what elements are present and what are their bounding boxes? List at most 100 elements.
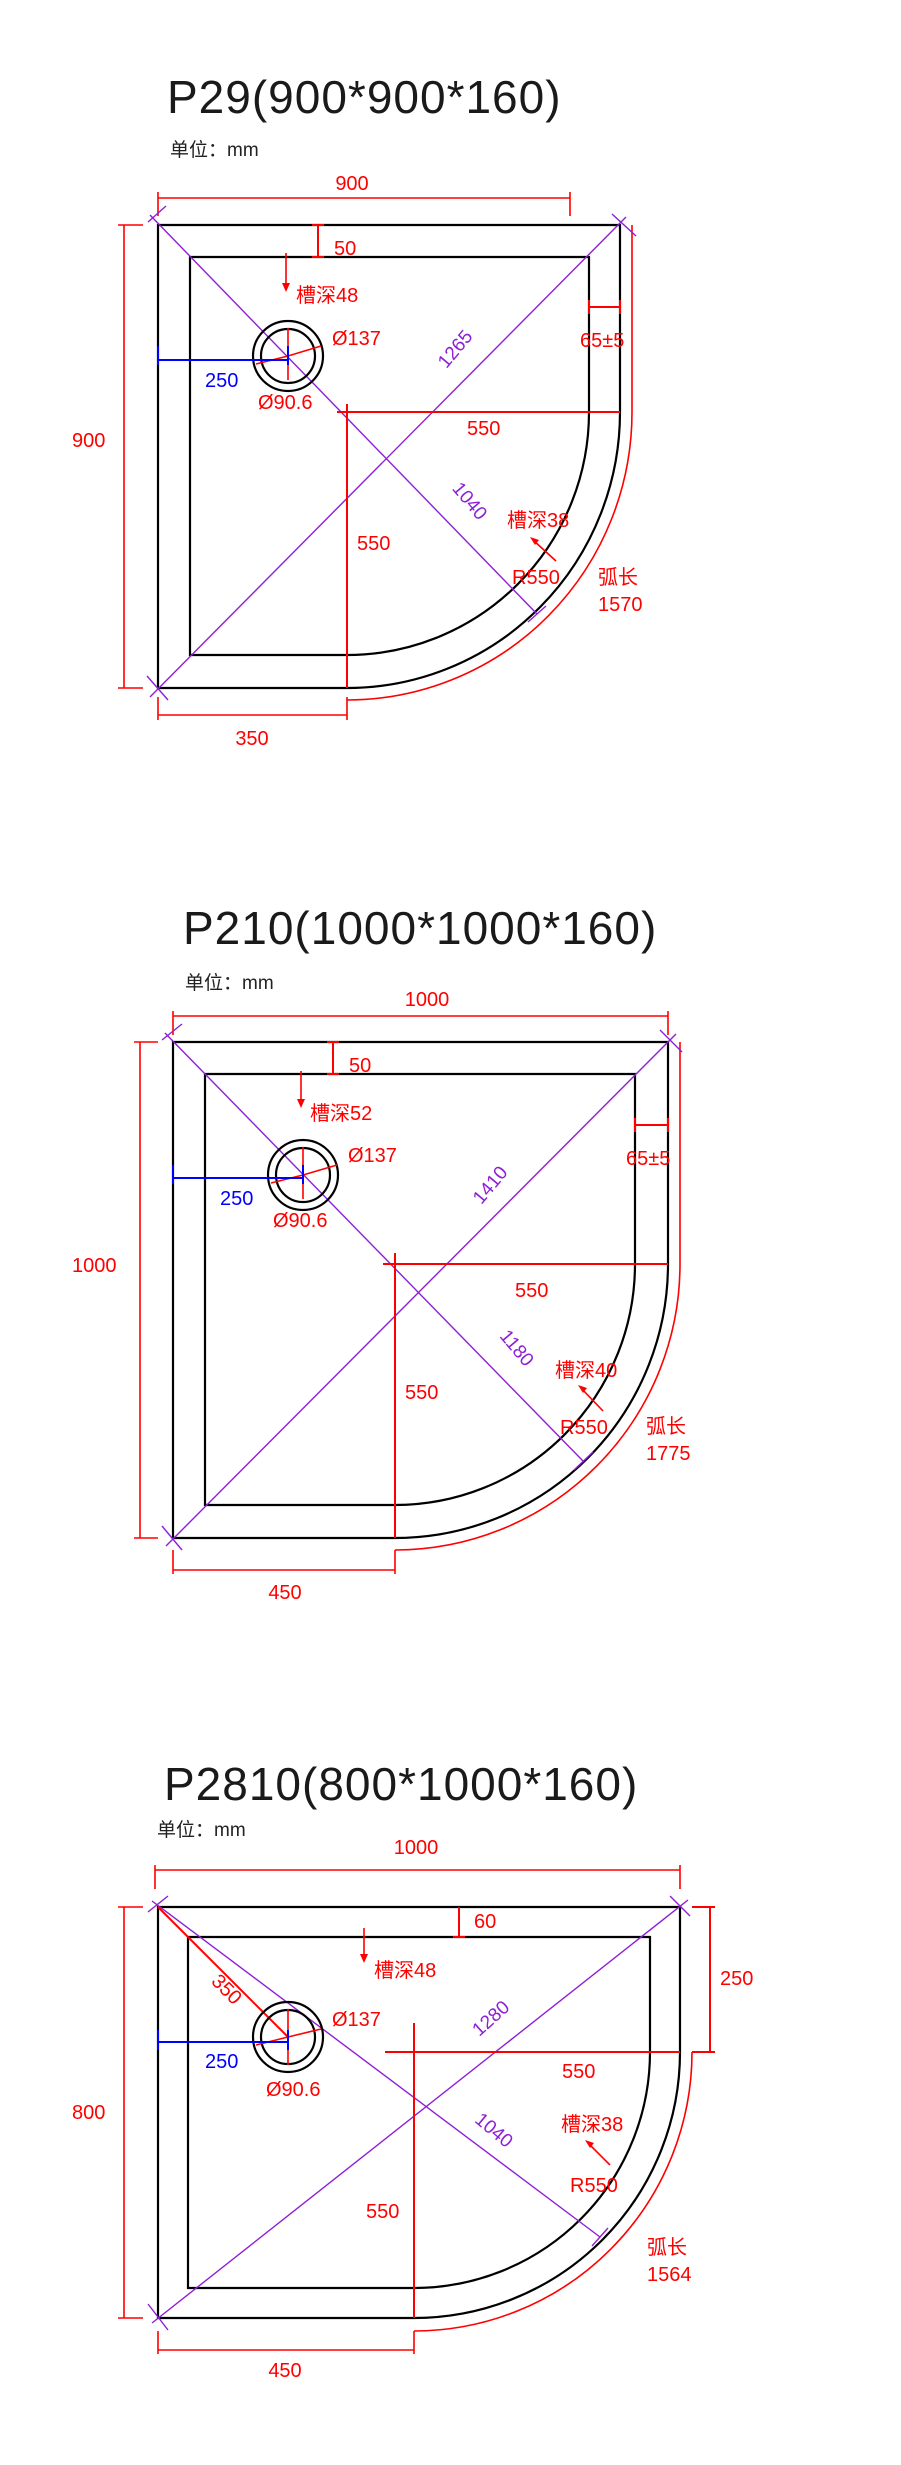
arrow-head-icon bbox=[297, 1099, 305, 1108]
arrow-head-icon bbox=[530, 537, 539, 545]
radius-horizontal: 550 bbox=[515, 1280, 548, 1302]
drain-outer-circle bbox=[251, 319, 325, 393]
rim-dimension-line bbox=[312, 224, 324, 258]
bottom-dimension: 350 bbox=[235, 728, 268, 750]
tray-outer-outline bbox=[156, 223, 622, 690]
arc-length: 1775 bbox=[646, 1443, 691, 1465]
rim-dimension: 50 bbox=[334, 238, 356, 260]
drain-inner-diameter: Ø90.6 bbox=[266, 2079, 320, 2101]
drain-offset-line bbox=[157, 2030, 289, 2050]
radius-label: R550 bbox=[560, 1417, 608, 1439]
diagram-title: P2810(800*1000*160) bbox=[164, 1758, 638, 1810]
diagram-p29: P29(900*900*160) 单位：mm 900 900 1265 1040… bbox=[72, 71, 643, 750]
groove-arc-arrow-icon bbox=[532, 539, 557, 562]
drain-offset: 250 bbox=[205, 2051, 238, 2073]
drain-offset-line bbox=[157, 346, 289, 365]
radius-vertical: 550 bbox=[357, 533, 390, 555]
radius-lines bbox=[385, 2023, 680, 2318]
groove-depth-arc: 槽深38 bbox=[507, 509, 569, 532]
long-diagonal-label: 1410 bbox=[469, 1163, 512, 1209]
arc-length-label: 弧长 bbox=[646, 1415, 686, 1438]
long-diagonal bbox=[147, 1895, 691, 2331]
groove-arc-arrow-icon bbox=[587, 2142, 611, 2166]
height-dimension-line bbox=[118, 1906, 143, 2319]
drain-outer-circle bbox=[266, 1138, 340, 1212]
height-dimension-line bbox=[134, 1041, 158, 1539]
long-diagonal-label: 1280 bbox=[469, 1997, 514, 2041]
bottom-dimension-line bbox=[172, 1550, 396, 1574]
tray-inner-outline bbox=[203, 1072, 637, 1507]
drain-outer-diameter: Ø137 bbox=[332, 2009, 381, 2031]
height-dimension: 900 bbox=[72, 430, 105, 452]
tray-inner-outline bbox=[186, 1935, 652, 2290]
groove-depth-arc: 槽深40 bbox=[555, 1359, 617, 1382]
diagram-p2810: P2810(800*1000*160) 单位：mm 1000 800 250 1… bbox=[72, 1758, 753, 2382]
arrow-head-icon bbox=[578, 1385, 587, 1393]
groove-depth-top: 槽深48 bbox=[296, 284, 358, 307]
radius-vertical: 550 bbox=[366, 2201, 399, 2223]
drain-diagonal-line bbox=[157, 1906, 289, 2038]
side-rim: 65±5 bbox=[626, 1148, 670, 1170]
radius-horizontal: 550 bbox=[467, 418, 500, 440]
arrow-head-icon bbox=[282, 283, 290, 292]
arc-length-line bbox=[413, 2051, 693, 2332]
width-dimension-line bbox=[157, 192, 571, 216]
side-straight-line bbox=[692, 1906, 715, 2053]
arc-length-line bbox=[346, 225, 633, 701]
radius-vertical: 550 bbox=[405, 1382, 438, 1404]
unit-label: 单位：mm bbox=[170, 139, 259, 161]
drain-outer-diameter: Ø137 bbox=[332, 328, 381, 350]
arc-length: 1564 bbox=[647, 2264, 692, 2286]
arc-length-line bbox=[394, 1042, 681, 1551]
height-dimension: 1000 bbox=[72, 1255, 117, 1277]
drain-offset: 250 bbox=[205, 370, 238, 392]
arrow-head-icon bbox=[360, 1954, 368, 1963]
tray-outer-outline bbox=[156, 1905, 682, 2320]
rim-dimension-line bbox=[327, 1041, 339, 1075]
rim-dimension: 60 bbox=[474, 1911, 496, 1933]
arc-length: 1570 bbox=[598, 594, 643, 616]
width-dimension: 1000 bbox=[405, 989, 450, 1011]
radius-horizontal: 550 bbox=[562, 2061, 595, 2083]
radius-label: R550 bbox=[512, 567, 560, 589]
tray-inner-outline bbox=[188, 255, 591, 657]
drain-outer-diameter: Ø137 bbox=[348, 1145, 397, 1167]
tray-outer-outline bbox=[171, 1040, 670, 1540]
unit-label: 单位：mm bbox=[185, 972, 274, 994]
groove-depth-top: 槽深52 bbox=[310, 1102, 372, 1125]
bottom-dimension: 450 bbox=[268, 2360, 301, 2382]
radius-lines bbox=[383, 1253, 668, 1538]
groove-depth-top: 槽深48 bbox=[374, 1959, 436, 1982]
unit-label: 单位：mm bbox=[157, 1819, 246, 1841]
groove-depth-arc: 槽深38 bbox=[561, 2113, 623, 2136]
arc-length-label: 弧长 bbox=[647, 2236, 687, 2259]
long-diagonal bbox=[161, 1029, 683, 1551]
rim-dimension: 50 bbox=[349, 1055, 371, 1077]
side-rim-line bbox=[588, 300, 621, 314]
diagram-p210: P210(1000*1000*160) 单位：mm 1000 1000 1410… bbox=[72, 902, 691, 1604]
drain-inner-diameter: Ø90.6 bbox=[273, 1210, 327, 1232]
short-diagonal bbox=[147, 205, 547, 623]
drain-inner-diameter: Ø90.6 bbox=[258, 392, 312, 414]
bottom-dimension-line bbox=[157, 2331, 415, 2354]
radius-label: R550 bbox=[570, 2175, 618, 2197]
height-dimension: 800 bbox=[72, 2102, 105, 2124]
side-rim-line bbox=[634, 1118, 669, 1132]
short-diagonal-label: 1180 bbox=[495, 1326, 537, 1371]
drain-outer-circle bbox=[251, 2000, 325, 2074]
drain-offset-line bbox=[172, 1165, 304, 1184]
bottom-dimension-line bbox=[157, 697, 348, 720]
height-dimension-line bbox=[118, 224, 143, 689]
rim-dimension-line bbox=[453, 1907, 465, 1938]
groove-arc-arrow-icon bbox=[580, 1387, 604, 1412]
diagram-title: P29(900*900*160) bbox=[167, 71, 562, 123]
width-dimension-line bbox=[172, 1011, 669, 1035]
long-diagonal bbox=[146, 213, 637, 701]
drain-offset: 250 bbox=[220, 1188, 253, 1210]
long-diagonal-label: 1265 bbox=[434, 327, 477, 373]
short-diagonal bbox=[161, 1023, 594, 1471]
drain-diagonal: 350 bbox=[207, 1970, 246, 2009]
arc-length-label: 弧长 bbox=[598, 566, 638, 589]
width-dimension-line bbox=[154, 1865, 681, 1889]
